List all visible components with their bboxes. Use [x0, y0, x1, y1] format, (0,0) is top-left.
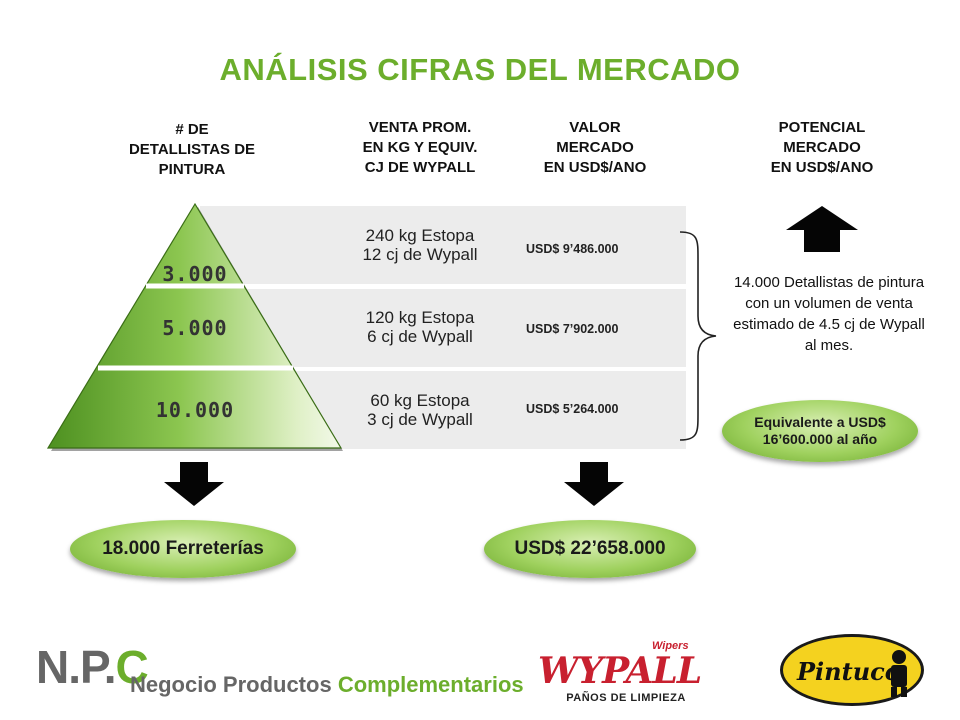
tier-usd-1: USD$ 9’486.000 [526, 242, 619, 256]
wypall-logo: Wipers WYPALL PAÑOS DE LIMPIEZA [538, 640, 702, 704]
npc-logo: N.P.C [36, 641, 149, 693]
painter-figure-icon [891, 650, 907, 697]
tier-count-1: 3.000 [162, 262, 228, 286]
tier-band-1 [200, 206, 686, 284]
total-usd-pill: USD$ 22’658.000 [484, 520, 696, 578]
tier-usd-3: USD$ 5’264.000 [526, 402, 619, 416]
header-potencial: POTENCIAL MERCADO EN USD$/ANO [770, 119, 874, 176]
header-venta: VENTA PROM. EN KG Y EQUIV. CJ DE WYPALL [362, 119, 478, 176]
arrow-down-icon [164, 462, 224, 506]
page-title: ANÁLISIS CIFRAS DEL MERCADO [219, 52, 741, 87]
header-valor: VALOR MERCADO EN USD$/ANO [543, 119, 647, 176]
arrow-down-icon [564, 462, 624, 506]
total-ferreterias-pill: 18.000 Ferreterías [70, 520, 296, 578]
pintuco-logo: Pintuco [780, 634, 924, 706]
tier-count-3: 10.000 [155, 398, 235, 422]
tier-usd-2: USD$ 7’902.000 [526, 322, 619, 336]
arrow-up-icon [786, 206, 858, 252]
header-detallistas: # DE DETALLISTAS DE PINTURA [128, 121, 256, 178]
tier-count-2: 5.000 [162, 316, 228, 340]
npc-subtitle: Negocio Productos Complementarios [130, 672, 524, 697]
pyramid-shape [46, 202, 343, 449]
curly-brace-icon [679, 231, 717, 441]
equivalente-pill: Equivalente a USD$ 16’600.000 al año [722, 400, 918, 462]
pyramid-chart [46, 202, 343, 451]
potencial-description: 14.000 Detallistas de pintura con un vol… [733, 274, 925, 354]
